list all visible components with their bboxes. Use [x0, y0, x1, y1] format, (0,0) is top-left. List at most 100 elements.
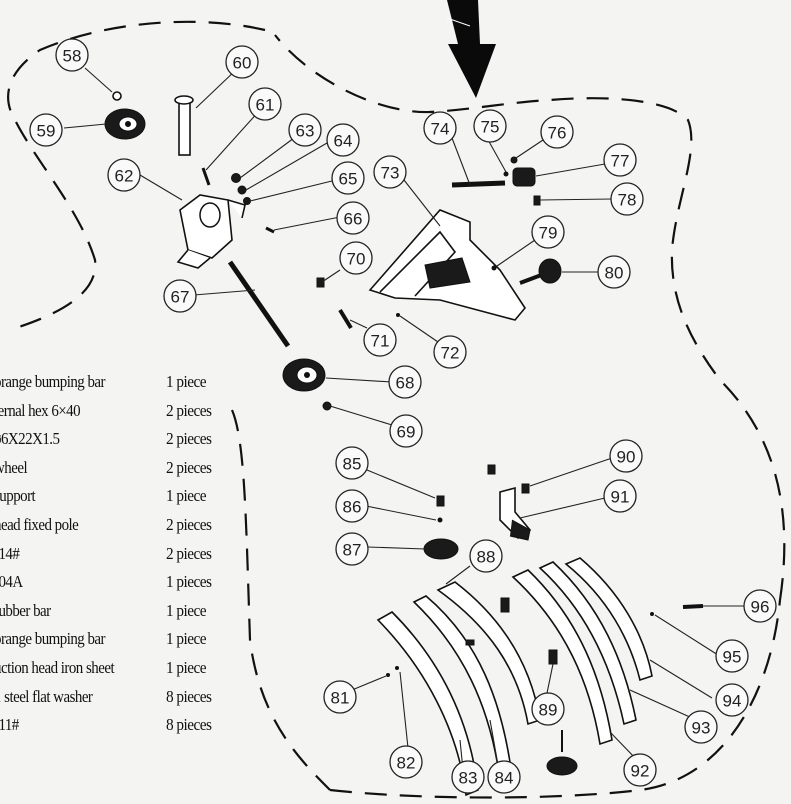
part-quantity: 1 piece	[166, 629, 207, 649]
parts-list-row: -04A1 pieces	[0, 568, 239, 597]
part-70-screw	[316, 277, 325, 288]
callout-94: 94	[715, 683, 749, 717]
part-quantity: 2 pieces	[166, 457, 212, 477]
svg-text:64: 64	[334, 132, 353, 151]
callout-87: 87	[335, 532, 369, 566]
callout-78: 78	[610, 182, 644, 216]
part-72-dot	[396, 313, 400, 317]
callout-63: 63	[288, 113, 322, 147]
svg-text:70: 70	[347, 250, 366, 269]
parts-list-row: -11#8 pieces	[0, 711, 239, 740]
part-name: -11#	[0, 715, 19, 735]
svg-text:87: 87	[343, 541, 362, 560]
svg-text:93: 93	[692, 719, 711, 738]
part-name: head fixed pole	[0, 514, 79, 534]
callout-85: 85	[335, 446, 369, 480]
parts-list-row: -14#2 pieces	[0, 540, 239, 569]
part-71-bolt	[338, 308, 353, 330]
assembly-boundary	[7, 20, 786, 791]
svg-text:75: 75	[481, 118, 500, 137]
callout-64: 64	[326, 123, 360, 157]
callout-69: 69	[389, 414, 423, 448]
part-80-handle	[519, 258, 562, 285]
svg-text:74: 74	[431, 120, 450, 139]
part-name: orange bumping bar	[0, 629, 106, 649]
part-74-rod	[451, 180, 506, 188]
svg-text:94: 94	[723, 692, 742, 711]
callout-68: 68	[388, 365, 422, 399]
part-name: uction head iron sheet	[0, 657, 115, 677]
svg-text:83: 83	[459, 769, 478, 788]
callout-77: 77	[603, 143, 637, 177]
callout-76: 76	[540, 115, 574, 149]
svg-text:91: 91	[611, 488, 630, 507]
svg-text:86: 86	[343, 498, 362, 517]
callout-88: 88	[469, 539, 503, 573]
parts-list: orange bumping bar 1 piece ternal hex 6×40…	[0, 368, 239, 740]
callout-66: 66	[336, 201, 370, 235]
part-60-pin	[174, 95, 194, 156]
part-61-screw	[201, 167, 211, 186]
svg-text:66: 66	[344, 210, 363, 229]
part-75-76-nuts	[503, 156, 518, 177]
part-67-axle	[227, 260, 291, 348]
part-quantity: 1 piece	[166, 600, 207, 620]
part-name: rubber bar	[0, 600, 51, 620]
svg-text:79: 79	[539, 224, 558, 243]
svg-text:67: 67	[171, 288, 190, 307]
part-77-knob	[512, 167, 536, 187]
part-68-wheel	[282, 358, 326, 392]
svg-text:90: 90	[617, 448, 636, 467]
part-69-nut	[322, 401, 332, 411]
svg-text:62: 62	[115, 167, 134, 186]
svg-text:81: 81	[331, 689, 350, 708]
part-66-bolt	[265, 226, 275, 234]
svg-text:58: 58	[63, 47, 82, 66]
svg-text:65: 65	[339, 170, 358, 189]
part-62-bracket	[176, 194, 246, 269]
svg-text:78: 78	[618, 191, 637, 210]
parts-list-row: wheel2 pieces	[0, 454, 239, 483]
callout-80: 80	[597, 255, 631, 289]
part-quantity: 8 pieces	[166, 686, 212, 706]
part-strips-81-96	[376, 557, 704, 797]
callout-71: 71	[363, 323, 397, 357]
part-63-65-washers	[231, 173, 251, 205]
part-quantity: 1 pieces	[166, 572, 212, 592]
part-79-dot	[491, 265, 497, 271]
part-name: orange bumping bar	[0, 372, 106, 391]
svg-text:84: 84	[495, 769, 514, 788]
svg-text:59: 59	[37, 122, 56, 141]
svg-text:61: 61	[256, 96, 275, 115]
callout-58: 58	[55, 38, 89, 72]
part-quantity: 2 pieces	[166, 514, 212, 534]
svg-text:63: 63	[296, 122, 315, 141]
part-73-frame	[368, 209, 526, 321]
callout-84: 84	[487, 760, 521, 794]
parts-list-row: orange bumping bar 1 piece	[0, 625, 239, 654]
down-arrow-icon	[446, 0, 496, 98]
svg-text:72: 72	[441, 344, 460, 363]
callout-61: 61	[248, 87, 282, 121]
svg-text:85: 85	[343, 455, 362, 474]
svg-text:95: 95	[723, 648, 742, 667]
svg-text:89: 89	[539, 701, 558, 720]
svg-text:88: 88	[477, 548, 496, 567]
callout-82: 82	[389, 745, 423, 779]
part-quantity: 2 pieces	[166, 543, 212, 563]
callout-81: 81	[323, 680, 357, 714]
svg-text:73: 73	[381, 164, 400, 183]
part-90-91-fitting	[487, 464, 532, 541]
svg-text:69: 69	[397, 423, 416, 442]
callout-62: 62	[107, 158, 141, 192]
part-quantity: 1 piece	[166, 486, 207, 506]
callout-72: 72	[433, 335, 467, 369]
part-quantity: 2 pieces	[166, 400, 212, 420]
callout-92: 92	[623, 753, 657, 787]
svg-text:68: 68	[396, 374, 415, 393]
callout-89: 89	[531, 692, 565, 726]
